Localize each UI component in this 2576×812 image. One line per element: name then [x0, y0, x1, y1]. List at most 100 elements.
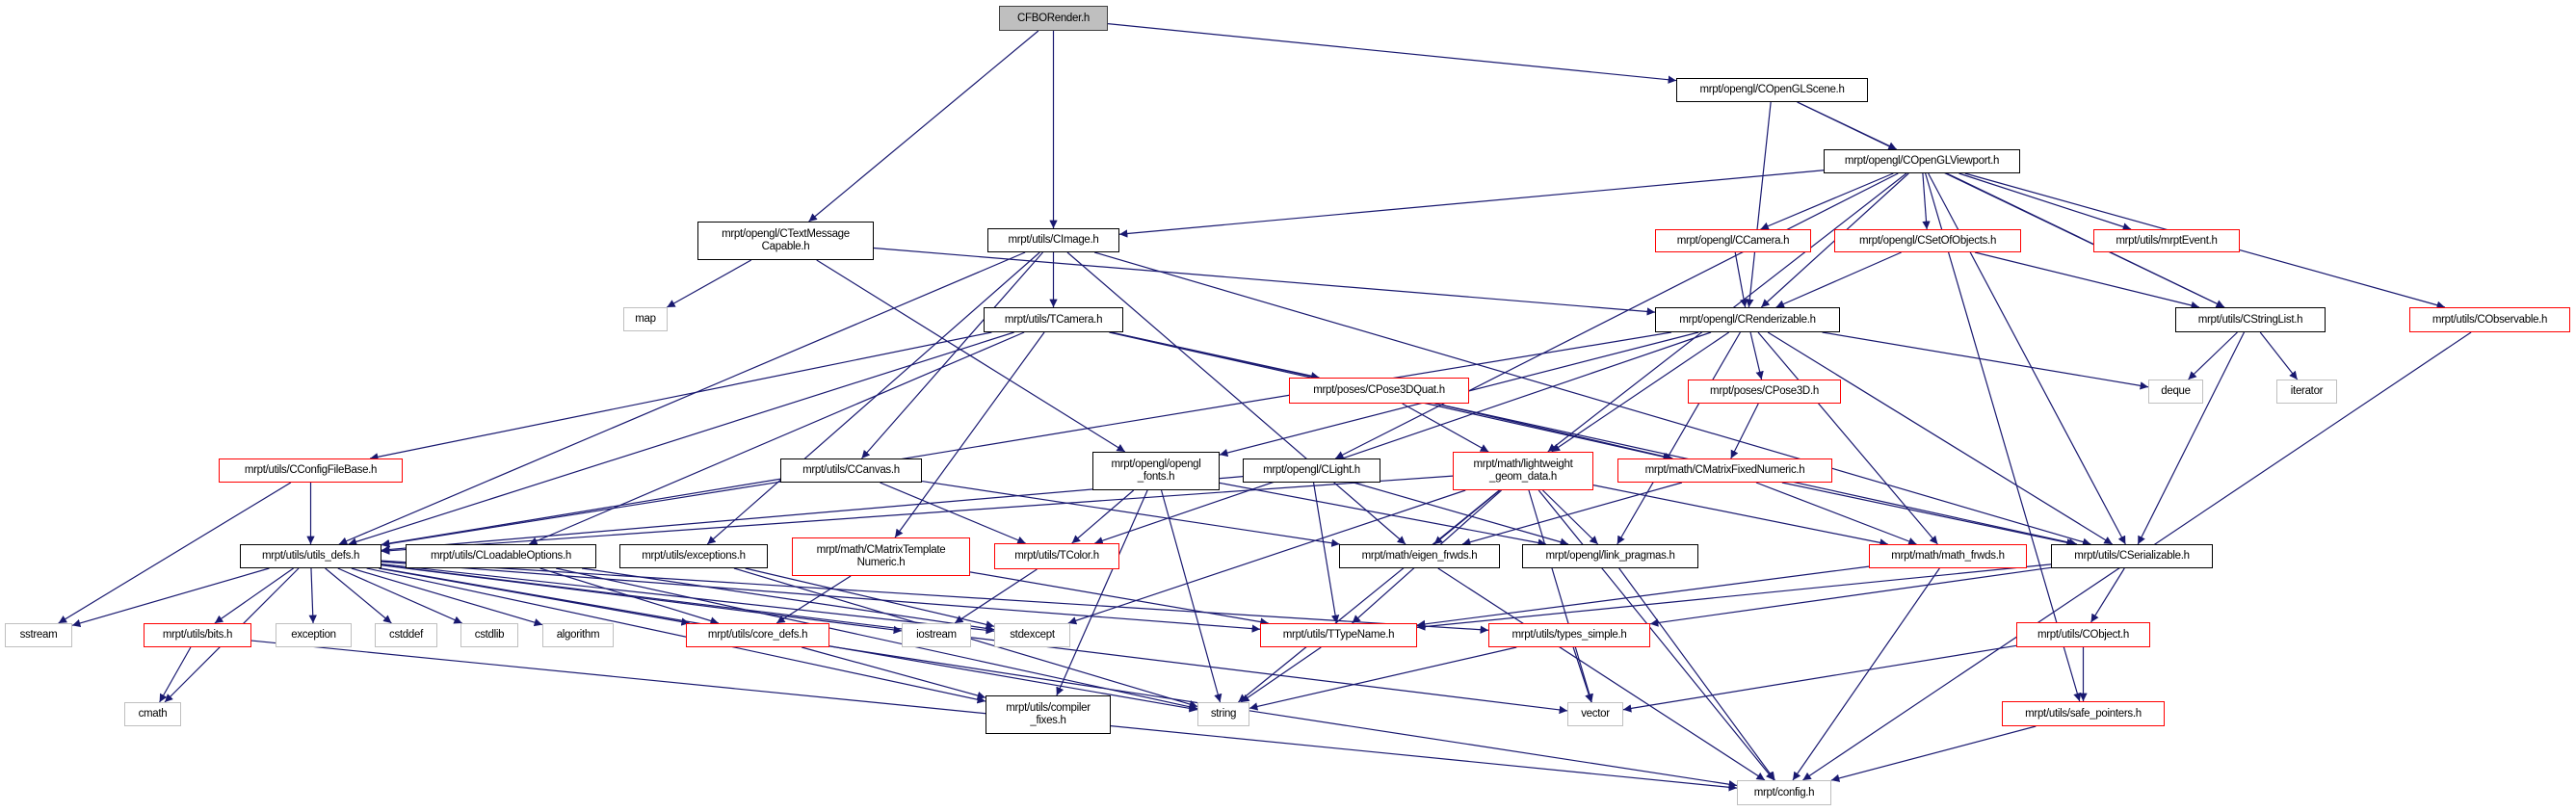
node-lightweight[interactable]: mrpt/math/lightweight _geom_data.h: [1453, 452, 1593, 490]
node-math-frwds[interactable]: mrpt/math/math_frwds.h: [1869, 544, 2027, 568]
edge-CRenderizable-to-lightweight: [1551, 331, 1730, 453]
node-cstdlib: cstdlib: [460, 623, 518, 647]
edge-CCamera-to-CRenderizable: [1734, 251, 1748, 308]
edge-CFBORender-to-COpenGLScene: [1107, 23, 1677, 84]
node-cfborender[interactable]: CFBORender.h: [999, 6, 1108, 31]
node-compiler-fixes[interactable]: mrpt/utils/compiler _fixes.h: [986, 695, 1111, 734]
edge-opengl_fonts-to-compiler_fixes: [1056, 489, 1148, 696]
edge-CLoadableOptions-to-string: [556, 567, 1198, 711]
edge-types_simple-to-vector: [1572, 646, 1593, 703]
node-ccanvas[interactable]: mrpt/utils/CCanvas.h: [780, 458, 922, 483]
node-cserializable[interactable]: mrpt/utils/CSerializable.h: [2051, 544, 2213, 568]
edge-COpenGLViewport-to-CLight: [1334, 172, 1899, 459]
node-ccamera[interactable]: mrpt/opengl/CCamera.h: [1655, 229, 1811, 252]
node-types-simple[interactable]: mrpt/utils/types_simple.h: [1488, 623, 1650, 647]
edge-CStringList-to-iterator: [2259, 331, 2299, 380]
node-ttypename[interactable]: mrpt/utils/TTypeName.h: [1260, 623, 1417, 647]
edge-lightweight-to-math_frwds: [1592, 485, 1888, 547]
node-tcamera[interactable]: mrpt/utils/TCamera.h: [984, 307, 1123, 332]
edge-COpenGLViewport-to-CCamera: [1760, 172, 1894, 230]
node-ctextmessagecapable[interactable]: mrpt/opengl/CTextMessage Capable.h: [697, 222, 874, 260]
edge-lightweight-to-vector: [1528, 489, 1593, 703]
edge-CRenderizable-to-CPose3D: [1749, 331, 1764, 380]
edge-utils_defs-to-cstdlib: [337, 567, 462, 624]
node-cstddef: cstddef: [375, 623, 437, 647]
node-cimage[interactable]: mrpt/utils/CImage.h: [987, 228, 1119, 252]
edge-CTextMessageCapable-to-CRenderizable: [873, 247, 1656, 316]
edge-CRenderizable-to-utils_defs: [381, 331, 1672, 548]
node-link-pragmas[interactable]: mrpt/opengl/link_pragmas.h: [1522, 544, 1698, 568]
edge-CTextMessageCapable-to-map: [667, 259, 752, 308]
edge-CMatrixFixedNumeric-to-math_frwds: [1755, 482, 1917, 545]
edge-link_pragmas-to-config: [1618, 567, 1775, 781]
node-sstream: sstream: [5, 623, 72, 647]
edge-CSerializable-to-CObject: [2090, 567, 2125, 623]
node-cobservable[interactable]: mrpt/utils/CObservable.h: [2409, 307, 2570, 332]
node-cstringlist[interactable]: mrpt/utils/CStringList.h: [2175, 307, 2326, 332]
edge-CCanvas-to-eigen_frwds: [921, 480, 1340, 547]
node-clight[interactable]: mrpt/opengl/CLight.h: [1243, 458, 1380, 483]
edge-COpenGLViewport-to-safe_pointers: [1925, 172, 2082, 702]
edge-utils_defs-to-exception: [308, 567, 317, 624]
edge-CLight-to-TTypeName: [1312, 482, 1340, 624]
edge-CCanvas-to-TColor: [880, 482, 1026, 544]
node-config: mrpt/config.h: [1737, 780, 1831, 805]
edge-CStringList-to-CSerializable: [2137, 331, 2246, 545]
edge-bits-to-cmath: [159, 646, 192, 703]
node-bits[interactable]: mrpt/utils/bits.h: [144, 623, 251, 647]
edge-math_frwds-to-TTypeName: [1416, 565, 1870, 629]
node-exception: exception: [276, 623, 352, 647]
edge-CImage-to-CCanvas: [861, 251, 1043, 459]
edge-CLight-to-link_pragmas: [1353, 482, 1569, 546]
node-exceptions[interactable]: mrpt/utils/exceptions.h: [619, 544, 768, 568]
node-stdexcept: stdexcept: [994, 623, 1070, 647]
edge-utils_defs-to-cstddef: [325, 567, 392, 624]
node-cobject[interactable]: mrpt/utils/CObject.h: [2016, 622, 2150, 647]
node-crenderizable[interactable]: mrpt/opengl/CRenderizable.h: [1655, 307, 1840, 332]
node-eigen-frwds[interactable]: mrpt/math/eigen_frwds.h: [1339, 544, 1500, 568]
node-algorithm: algorithm: [542, 623, 614, 647]
edge-utils_defs-to-compiler_fixes: [366, 567, 986, 704]
node-cpose3dquat[interactable]: mrpt/poses/CPose3DQuat.h: [1289, 378, 1469, 404]
edge-CObject-to-vector: [1622, 644, 2017, 713]
node-cmatrixtemplatenumeric[interactable]: mrpt/math/CMatrixTemplate Numeric.h: [792, 537, 970, 576]
edge-safe_pointers-to-config: [1830, 725, 2037, 782]
node-cmatrixfixednumeric[interactable]: mrpt/math/CMatrixFixedNumeric.h: [1617, 458, 1832, 483]
edge-COpenGLViewport-to-CStringList: [1946, 172, 2225, 308]
edge-lightweight-to-config: [1538, 489, 1774, 781]
edge-math_frwds-to-config: [1792, 567, 1940, 781]
edge-COpenGLScene-to-CRenderizable: [1746, 101, 1772, 308]
node-mrptevent[interactable]: mrpt/utils/mrptEvent.h: [2093, 229, 2240, 252]
node-cconfigfilebase[interactable]: mrpt/utils/CConfigFileBase.h: [219, 458, 403, 483]
edge-COpenGLViewport-to-CImage: [1118, 170, 1825, 238]
edge-utils_defs-to-algorithm: [351, 567, 543, 627]
edge-core_defs-to-config: [828, 645, 1738, 789]
edge-CStringList-to-deque: [2188, 331, 2238, 380]
edge-CLoadableOptions-to-core_defs: [539, 567, 720, 625]
node-cmath: cmath: [124, 702, 181, 726]
edge-TCamera-to-CSerializable: [1110, 331, 2078, 547]
edge-utils_defs-to-vector: [381, 563, 1568, 715]
node-cloadableoptions[interactable]: mrpt/utils/CLoadableOptions.h: [406, 544, 596, 568]
node-opengl-fonts[interactable]: mrpt/opengl/opengl _fonts.h: [1092, 452, 1220, 490]
edge-CMatrixFixedNumeric-to-eigen_frwds: [1461, 482, 1683, 546]
edge-exceptions-to-stdexcept: [745, 567, 995, 629]
edge-opengl_fonts-to-link_pragmas: [1219, 482, 1547, 547]
node-safe-pointers[interactable]: mrpt/utils/safe_pointers.h: [2002, 701, 2165, 726]
node-copenglviewport[interactable]: mrpt/opengl/COpenGLViewport.h: [1824, 149, 2020, 173]
edge-CImage-to-CSerializable: [1093, 251, 2091, 546]
node-csetofobjects[interactable]: mrpt/opengl/CSetOfObjects.h: [1834, 229, 2021, 252]
node-copenglscene[interactable]: mrpt/opengl/COpenGLScene.h: [1676, 78, 1868, 102]
edge-core_defs-to-compiler_fixes: [802, 646, 986, 700]
node-vector: vector: [1567, 702, 1623, 726]
node-core-defs[interactable]: mrpt/utils/core_defs.h: [686, 623, 829, 647]
edge-lightweight-to-stdexcept: [1067, 489, 1466, 625]
node-utils-defs[interactable]: mrpt/utils/utils_defs.h: [240, 544, 381, 568]
node-cpose3d[interactable]: mrpt/poses/CPose3D.h: [1688, 380, 1841, 404]
node-tcolor[interactable]: mrpt/utils/TColor.h: [994, 543, 1119, 569]
edge-CRenderizable-to-math_frwds: [1757, 331, 1938, 545]
edge-utils_defs-to-types_simple: [381, 560, 1489, 634]
node-map: map: [623, 307, 668, 331]
